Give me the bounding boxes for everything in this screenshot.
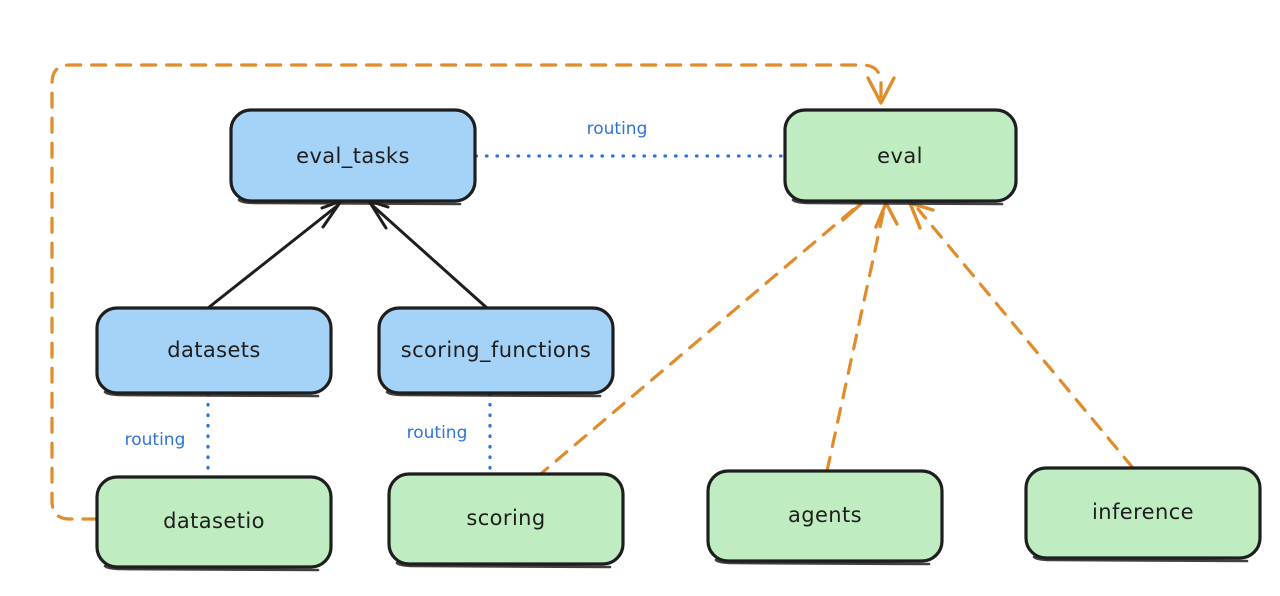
edge-datasetio-eval[interactable] bbox=[50, 63, 896, 521]
node-datasets-shadow bbox=[103, 390, 320, 398]
node-datasetio[interactable]: datasetio bbox=[95, 475, 333, 572]
edge-path-scoringfns-eval-tasks bbox=[371, 204, 489, 310]
node-datasetio-label: datasetio bbox=[163, 509, 265, 533]
node-scoring-functions-shadow bbox=[385, 390, 602, 398]
edge-path-datasetio-eval bbox=[50, 63, 883, 521]
node-inference-body bbox=[1024, 466, 1262, 560]
node-inference[interactable]: inference bbox=[1024, 466, 1262, 563]
node-scoring-shadow bbox=[395, 561, 612, 569]
edge-agents-eval[interactable] bbox=[825, 201, 899, 473]
node-eval-shadow bbox=[791, 198, 1004, 206]
arrowhead-scoringfns-eval-tasks bbox=[367, 199, 390, 230]
node-scoring-functions-label: scoring_functions bbox=[401, 338, 591, 363]
edge-path-scoring-eval bbox=[535, 206, 857, 479]
edge-path-datasets-eval-tasks bbox=[206, 204, 339, 310]
node-eval-tasks-body bbox=[229, 108, 477, 203]
node-inference-label: inference bbox=[1092, 500, 1194, 524]
node-agents-label: agents bbox=[788, 503, 862, 527]
edge-path-agents-eval bbox=[825, 207, 886, 473]
node-datasets-label: datasets bbox=[167, 338, 261, 362]
node-datasetio-body bbox=[95, 475, 333, 569]
edge-label-routing-datasets: routing bbox=[125, 430, 186, 450]
node-datasets[interactable]: datasets bbox=[95, 306, 333, 398]
node-eval-tasks-label: eval_tasks bbox=[296, 144, 410, 169]
node-eval-tasks-shadow bbox=[237, 198, 462, 206]
node-scoring[interactable]: scoring bbox=[387, 472, 625, 569]
node-layer: eval_tasks eval datasets scoring_functio… bbox=[95, 108, 1262, 572]
node-eval-tasks[interactable]: eval_tasks bbox=[229, 108, 477, 206]
edge-datasets-eval-tasks[interactable] bbox=[206, 199, 343, 310]
node-agents[interactable]: agents bbox=[706, 469, 944, 566]
node-eval-label: eval bbox=[877, 144, 923, 168]
edge-scoringfns-eval-tasks[interactable] bbox=[367, 199, 489, 310]
node-scoring-label: scoring bbox=[466, 506, 545, 530]
edge-label-routing-scoring: routing bbox=[407, 423, 468, 443]
arrowhead-datasetio-eval bbox=[866, 76, 896, 105]
node-scoring-functions-body bbox=[377, 306, 615, 395]
node-eval-body bbox=[783, 108, 1018, 203]
node-inference-shadow bbox=[1032, 555, 1249, 563]
node-eval[interactable]: eval bbox=[783, 108, 1018, 206]
node-scoring-functions[interactable]: scoring_functions bbox=[377, 306, 615, 398]
edge-path-inference-eval bbox=[916, 207, 1135, 470]
edge-label-layer: routing routing routing bbox=[125, 119, 648, 450]
node-scoring-body bbox=[387, 472, 625, 566]
edge-label-routing-top: routing bbox=[587, 119, 648, 139]
arrowhead-agents-eval bbox=[874, 201, 899, 229]
edge-inference-eval[interactable] bbox=[908, 201, 1135, 470]
node-agents-shadow bbox=[714, 558, 931, 566]
node-datasets-body bbox=[95, 306, 333, 395]
node-agents-body bbox=[706, 469, 944, 563]
node-datasetio-shadow bbox=[103, 564, 320, 572]
